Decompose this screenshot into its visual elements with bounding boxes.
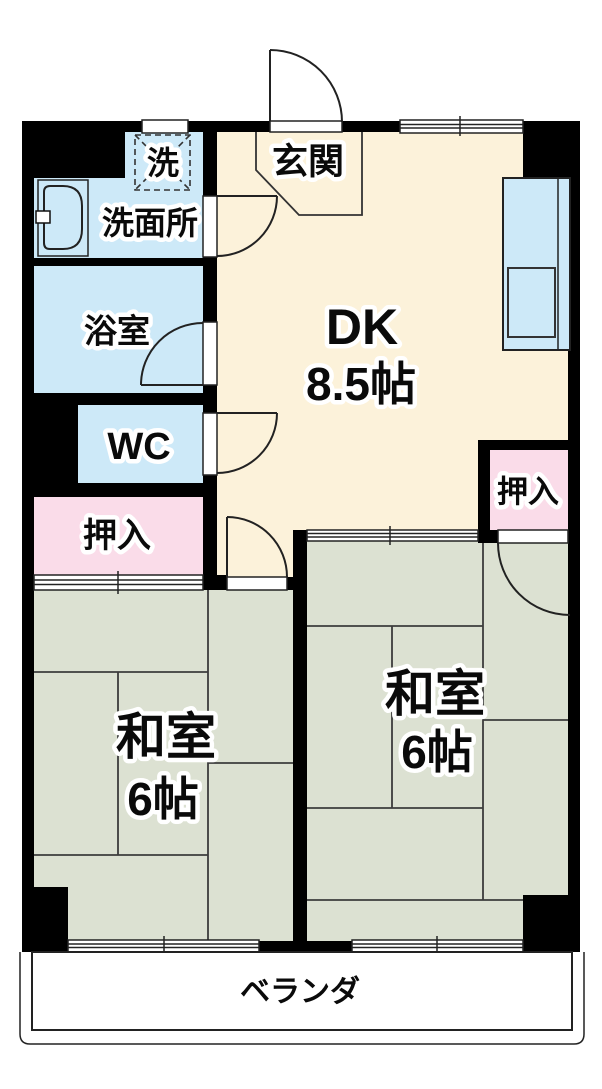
label-tatami-right-size: 6帖 xyxy=(401,726,473,778)
door-arc xyxy=(216,412,278,474)
room-tatami-left-floor xyxy=(34,590,293,941)
entrance-door-swing xyxy=(269,49,343,123)
closet-right-opening xyxy=(497,529,569,544)
label-tatami-right: 和室 xyxy=(385,666,485,722)
label-veranda: ベランダ xyxy=(240,975,360,1009)
label-entrance: 玄関 xyxy=(272,141,344,182)
wall-fusuma-corner xyxy=(478,530,498,543)
label-wc: WC xyxy=(107,426,170,468)
entrance-door-opening xyxy=(269,120,343,133)
kitchen-counter-top xyxy=(502,177,571,351)
washbasin-faucet xyxy=(35,210,51,224)
wall-closet-right-left xyxy=(478,450,490,543)
wall-bottom-right-block xyxy=(523,895,580,952)
label-washroom: 洗面所 xyxy=(102,205,198,241)
wall-bottom-left-block xyxy=(22,887,68,952)
label-closet-left: 押入 xyxy=(83,517,151,555)
closet-left-floor xyxy=(34,497,203,575)
room-wc-floor xyxy=(78,405,203,483)
window-bottom-right xyxy=(351,936,524,956)
wall-wc-closet xyxy=(22,483,217,497)
label-tatami-left-size: 6帖 xyxy=(127,773,199,825)
window-top-dk xyxy=(399,116,524,136)
kitchen-counter xyxy=(502,177,571,351)
wall-bottom-center xyxy=(259,941,352,952)
fusuma-dk-tatami-right xyxy=(306,526,479,545)
washbasin-icon xyxy=(35,179,89,257)
wc-door-swing xyxy=(216,412,278,474)
wc-door-opening xyxy=(202,412,218,476)
washing-machine-cross xyxy=(134,134,191,191)
wall-washroom-bathroom xyxy=(22,258,217,266)
dk-door-opening xyxy=(226,576,288,591)
fusuma-closet-left xyxy=(33,571,204,594)
wall-bathroom-wc xyxy=(22,393,217,405)
wall-between-tatami-rooms xyxy=(293,530,307,941)
washroom-door-swing xyxy=(216,195,278,257)
washing-machine-cross xyxy=(134,134,191,191)
window-frame xyxy=(399,119,524,134)
wall-dk-tatami-left-a xyxy=(203,575,227,590)
door-arc xyxy=(226,516,288,578)
label-tatami-left: 和室 xyxy=(116,709,216,765)
washing-machine-outline xyxy=(134,134,191,191)
dk-tatami-left-door-swing xyxy=(226,516,288,578)
door-arc xyxy=(140,322,204,386)
wall-top-left-block xyxy=(22,121,125,178)
veranda-outer-outline xyxy=(19,952,585,1045)
bathroom-door-swing xyxy=(140,322,204,386)
wall-left xyxy=(22,132,34,887)
label-bathroom: 浴室 xyxy=(84,313,150,350)
bathroom-door-opening xyxy=(202,321,218,386)
window-top-washroom xyxy=(141,119,189,134)
room-washroom-floor-lower xyxy=(34,178,203,258)
washbasin-bowl xyxy=(43,185,83,250)
closet-right-door-arc xyxy=(497,542,571,616)
label-dk-size: 8.5帖 xyxy=(306,358,416,410)
label-laundry: 洗 xyxy=(147,145,179,181)
veranda-inner-outline xyxy=(31,951,573,1031)
wall-wc-left-filler xyxy=(22,405,78,483)
entrance-step-outline xyxy=(255,132,363,216)
washing-machine-icon xyxy=(134,134,191,191)
fusuma-frame xyxy=(306,529,479,542)
label-closet-right: 押入 xyxy=(497,475,559,510)
wall-dk-closet-right-top xyxy=(478,440,580,450)
room-tatami-right-floor xyxy=(307,541,568,941)
closet-right-floor xyxy=(490,450,568,530)
door-arc xyxy=(216,195,278,257)
washroom-door-opening xyxy=(202,195,218,258)
door-arc xyxy=(269,49,343,123)
kitchen-sink xyxy=(507,267,556,338)
label-dk: DK xyxy=(326,299,398,355)
